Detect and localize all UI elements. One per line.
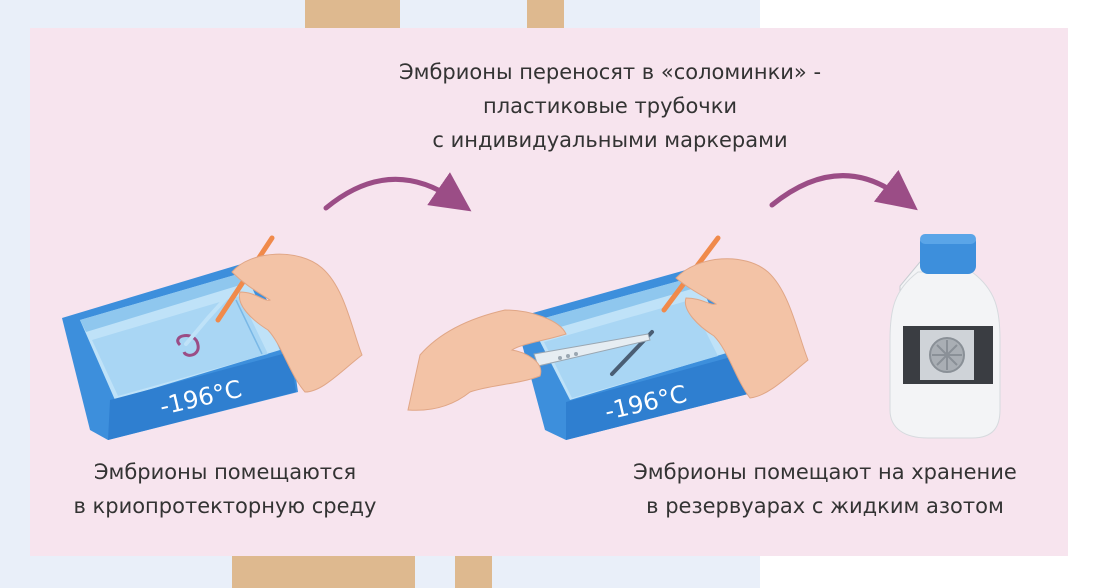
- background-stripe-bottom-left: [232, 556, 415, 588]
- caption-nitrogen-storage: Эмбрионы помещают на хранение в резервуа…: [633, 460, 1017, 518]
- arrow-step-2-icon: [769, 169, 918, 211]
- background-stripe-top-right: [527, 0, 564, 30]
- background-stripe-top-left: [305, 0, 400, 30]
- hand-left-icon: [215, 235, 363, 393]
- arrow-step-1-icon: [323, 172, 472, 212]
- liquid-nitrogen-tank-icon: [889, 234, 1001, 439]
- background-stripe-bottom-right: [455, 556, 492, 588]
- hand-middle-right-icon: [661, 235, 809, 399]
- hand-with-tweezers-icon: [407, 309, 651, 411]
- cryo-container-left-icon: [62, 262, 298, 440]
- caption-transfer-straws: Эмбрионы переносят в «соломинки» - пласт…: [398, 60, 822, 152]
- caption-cryoprotectant: Эмбрионы помещаются в криопротекторную с…: [73, 460, 377, 518]
